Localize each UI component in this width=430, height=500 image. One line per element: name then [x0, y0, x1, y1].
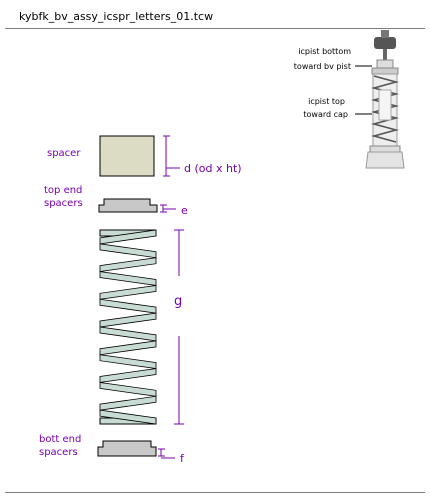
bott-end-label-line1: bott end — [39, 434, 81, 445]
spacer-part: spacer d (od x ht) — [47, 135, 242, 177]
thumb-rod — [383, 49, 387, 65]
bott-end-label-line2: spacers — [39, 447, 78, 458]
spring-coil-segment — [99, 409, 157, 425]
thumb-cap-stem — [381, 30, 389, 38]
top-end-spacer — [98, 198, 158, 213]
spring-coil-segment — [99, 395, 157, 411]
spring-coil-segment — [99, 298, 157, 314]
top-end-spacer-part: top end spacers e — [44, 185, 188, 217]
spring-coil-segment — [99, 243, 157, 259]
top-end-label-line1: top end — [44, 185, 82, 196]
spacer-label: spacer — [47, 148, 81, 159]
d-dimension-label: d (od x ht) — [184, 162, 242, 175]
page-title: kybfk_bv_assy_icspr_letters_01.tcw — [19, 10, 214, 23]
spring-coil-segment — [99, 257, 157, 273]
spring-coil-segment — [99, 368, 157, 383]
g-dimension-label: g — [174, 294, 182, 309]
top-end-label-line2: spacers — [44, 198, 83, 209]
spring-coil-segment — [99, 340, 157, 356]
spring-coil-segment — [99, 326, 157, 342]
spring-coil-segment — [99, 271, 157, 286]
thumb-cap — [374, 37, 396, 49]
thumb-top-spacer — [371, 67, 399, 75]
thumb-label-toward-cap: toward cap — [303, 110, 348, 119]
thumb-inner-rod — [378, 89, 392, 121]
f-dimension-label: f — [180, 452, 185, 465]
spring-coil-segment — [99, 284, 157, 300]
spring-coil-segment — [99, 354, 157, 370]
spring-coils — [99, 229, 157, 425]
e-dimension-label: e — [181, 204, 188, 217]
spacer-block — [99, 135, 155, 177]
thumb-label-toward-bv-pist: toward bv pist — [294, 62, 351, 71]
top-divider — [5, 28, 425, 29]
bottom-end-spacer — [97, 440, 157, 457]
thumb-base — [365, 151, 405, 169]
spring-coil-segment — [99, 381, 157, 397]
bottom-divider — [5, 492, 425, 493]
thumb-label-icpist-bottom: icpist bottom — [298, 47, 351, 56]
thumb-top-piece — [376, 59, 394, 69]
spring-part: g — [99, 229, 184, 425]
assembly-thumbnail: icpist bottom toward bv pist icpist top … — [294, 30, 405, 169]
bottom-end-spacer-part: bott end spacers f — [39, 434, 185, 465]
spring-coil-segment — [99, 312, 157, 328]
thumb-bottom-spacer — [369, 145, 401, 153]
thumb-label-icpist-top: icpist top — [308, 97, 345, 106]
